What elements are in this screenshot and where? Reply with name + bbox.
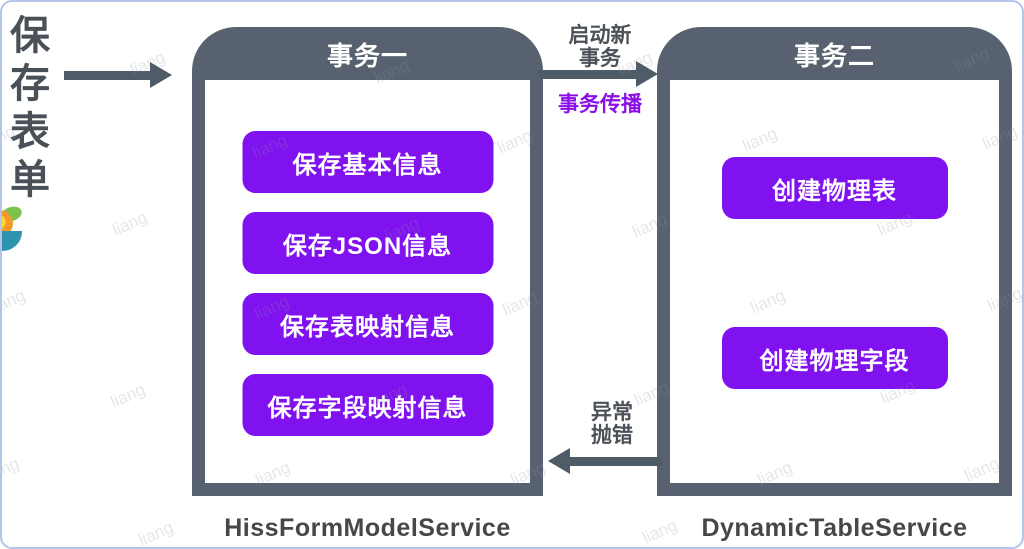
step-save-field-mapping: 保存字段映射信息: [242, 374, 493, 436]
fruit-bowl-logo: [2, 204, 28, 258]
service-name-hissformmodel: HissFormModelService: [224, 514, 511, 542]
step-create-physical-table: 创建物理表: [721, 157, 948, 219]
step-save-json-info: 保存JSON信息: [242, 212, 493, 274]
start-new-arrow-stem: [539, 70, 638, 79]
step-create-physical-fields: 创建物理字段: [721, 327, 948, 389]
trigger-arrow-stem: [64, 71, 151, 80]
exception-arrow-head-icon: [548, 448, 570, 474]
start-new-arrow-head-icon: [636, 61, 658, 87]
start-new-transaction-label: 启动新 事务: [543, 24, 657, 70]
watermark-text: liang: [109, 207, 151, 240]
watermark-text: liang: [0, 285, 29, 318]
start-new-line1: 启动新: [568, 24, 632, 47]
exception-line2: 抛错: [591, 424, 633, 447]
transaction-propagation-tag: 事务传播: [558, 93, 642, 116]
exception-line1: 异常: [591, 401, 633, 424]
trigger-arrow-head-icon: [150, 62, 172, 88]
exception-arrow-stem: [568, 457, 662, 466]
transaction1-container: 事务一 保存基本信息 保存JSON信息 保存表映射信息 保存字段映射信息: [192, 27, 543, 496]
orange-slice-icon: [2, 210, 13, 237]
exception-label: 异常 抛错: [558, 401, 666, 447]
service-name-dynamictable: DynamicTableService: [701, 514, 968, 542]
watermark-text: liang: [107, 379, 149, 412]
step-save-basic-info: 保存基本信息: [242, 131, 493, 193]
transaction2-container: 事务二 创建物理表 创建物理字段: [657, 27, 1012, 496]
watermark-text: liang: [135, 517, 177, 549]
bowl-icon: [2, 231, 22, 251]
transaction2-title: 事务二: [793, 40, 875, 71]
transaction2-body: [670, 80, 999, 483]
transaction1-title: 事务一: [326, 40, 408, 71]
step-save-table-mapping: 保存表映射信息: [242, 293, 493, 355]
watermark-text: liang: [0, 453, 23, 486]
start-new-line2: 事务: [579, 47, 621, 70]
trigger-label: 保存表单: [10, 14, 50, 202]
